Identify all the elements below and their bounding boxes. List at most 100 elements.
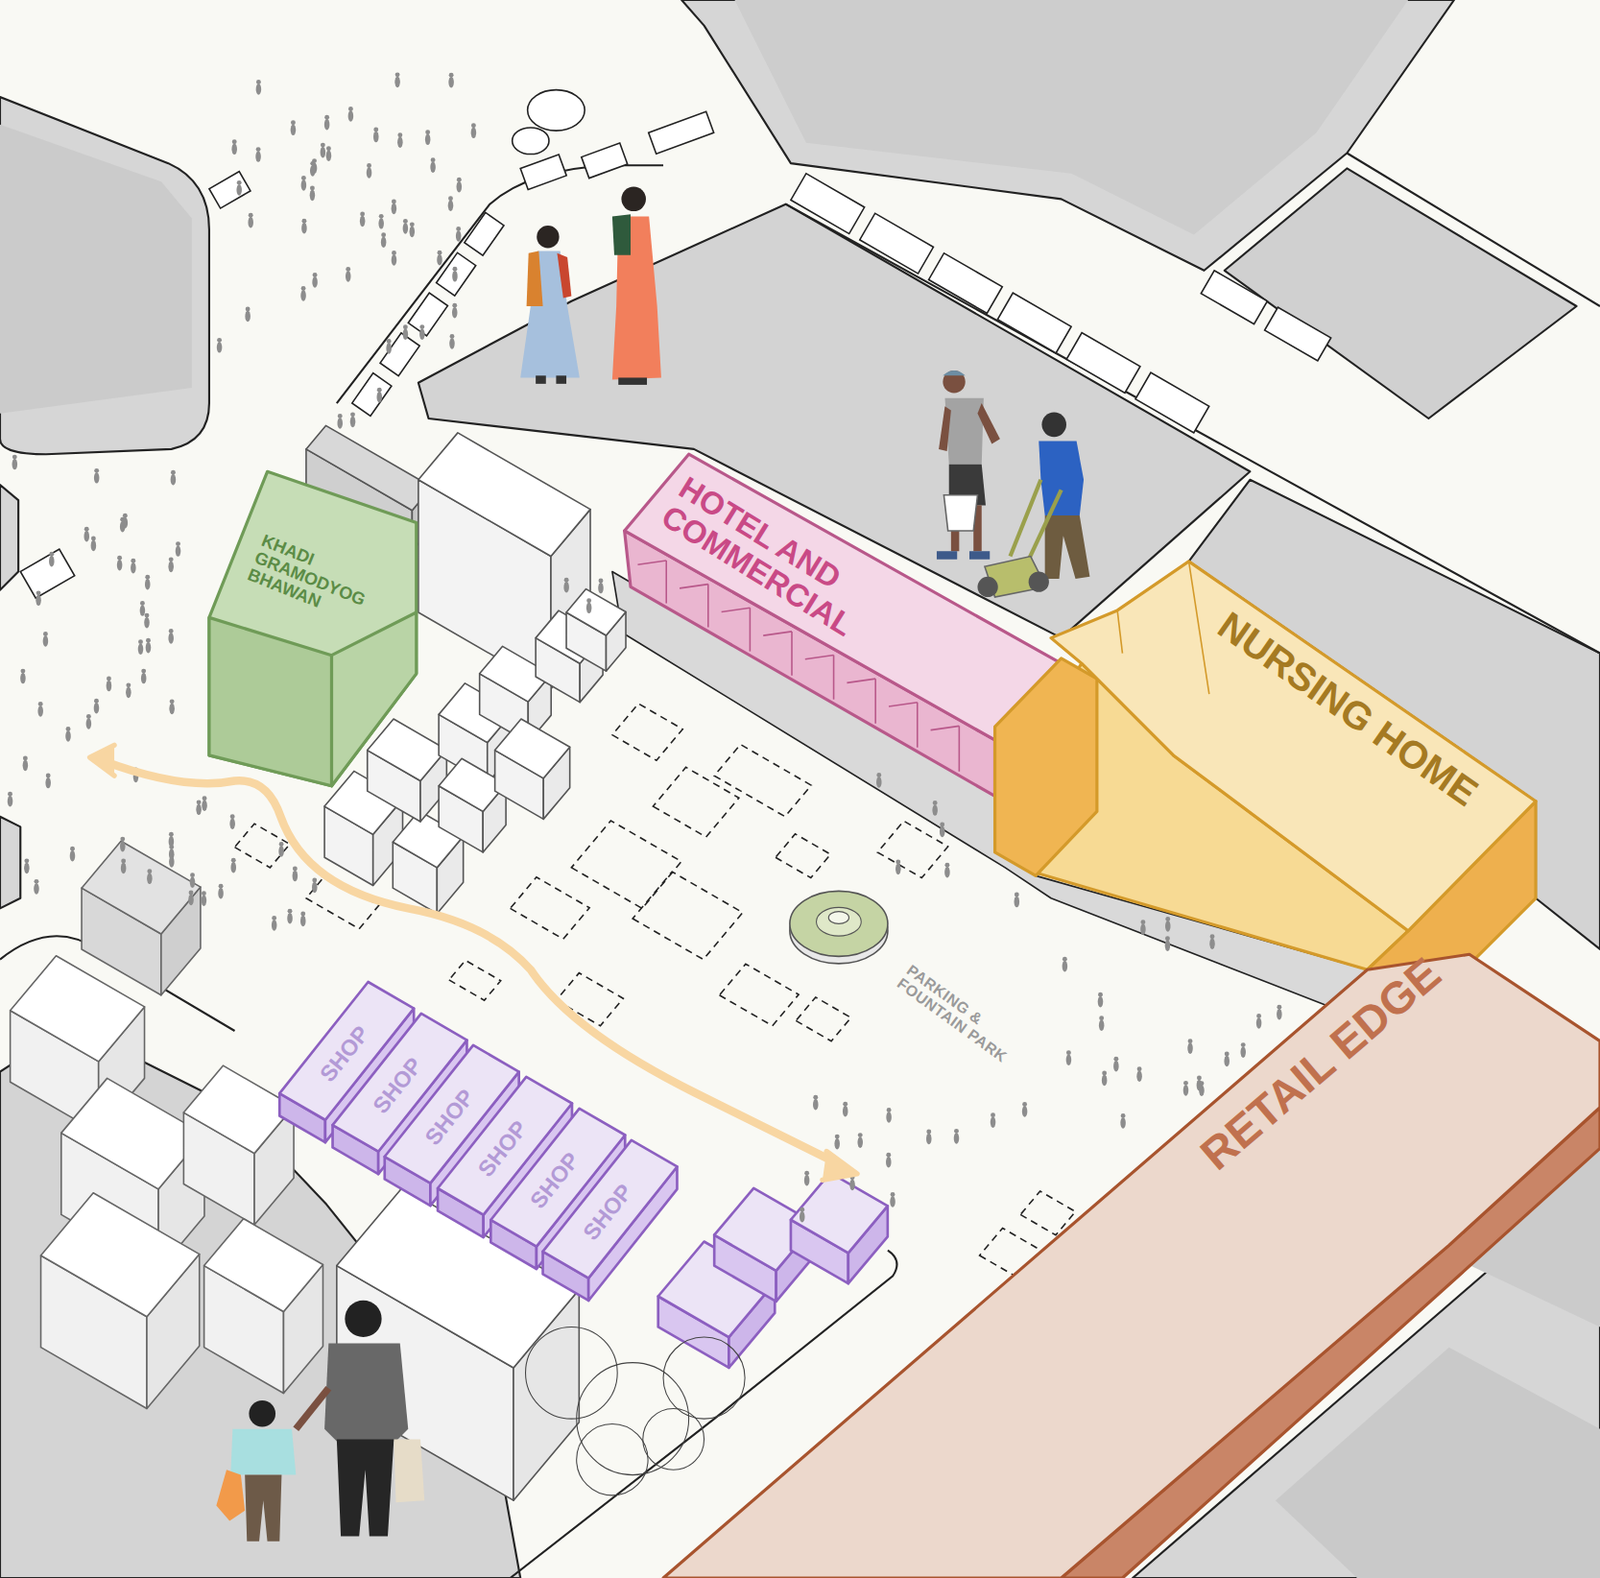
- crowd-person: [1022, 1101, 1027, 1107]
- area-label: PARKING & FOUNTAIN PARK: [893, 961, 1025, 1069]
- crowd-person: [106, 680, 113, 693]
- crowd-person: [120, 859, 126, 864]
- crowd-person: [1137, 1066, 1143, 1072]
- crowd-person: [1066, 1050, 1072, 1055]
- crowd-person: [188, 894, 194, 907]
- crowd-person: [196, 799, 202, 805]
- crowd-person: [1140, 923, 1147, 935]
- crowd-person: [45, 777, 51, 789]
- dashed-footprint: [555, 973, 623, 1027]
- crowd-person: [106, 676, 112, 682]
- parking-slots: [1265, 307, 1332, 361]
- crowd-person: [397, 132, 403, 138]
- crowd-person: [932, 800, 938, 806]
- people-figures: [556, 253, 572, 299]
- crowd-person: [359, 214, 366, 227]
- facade-line: [805, 655, 835, 660]
- crowd-person: [1014, 896, 1021, 908]
- crowd-person: [403, 324, 408, 330]
- city-blocks: [0, 96, 210, 454]
- shape-face: [204, 1218, 324, 1313]
- people-figures: [618, 377, 647, 384]
- tree-canopy: [663, 1337, 745, 1419]
- crowd-person: [168, 702, 175, 715]
- facade-line: [846, 678, 876, 683]
- shape-face: [332, 612, 417, 787]
- crowd-person: [391, 250, 397, 256]
- crowd-person: [286, 912, 293, 925]
- crowd-person: [229, 817, 236, 830]
- crowd-person: [1223, 1055, 1230, 1068]
- crowd-person: [231, 143, 238, 155]
- people-figures: [555, 375, 567, 384]
- crowd-person: [310, 161, 315, 167]
- tree-canopy: [576, 1362, 690, 1476]
- crowd-person: [48, 555, 55, 568]
- crowd-person: [1101, 1070, 1107, 1075]
- dashed-footprint: [632, 871, 743, 959]
- crowd-person: [23, 755, 28, 761]
- crowd-person: [33, 883, 40, 895]
- crowd-person: [436, 254, 443, 266]
- people-figures: [977, 576, 998, 598]
- crowd-person: [66, 726, 72, 732]
- people-figures: [536, 225, 559, 248]
- crowd-person: [1165, 935, 1171, 941]
- crowd-person: [348, 110, 355, 122]
- crowd-person: [12, 454, 18, 460]
- shape-face: [81, 840, 201, 934]
- building-block: KHADI GRAMODYOG BHAWAN: [205, 467, 421, 790]
- crowd-person: [310, 185, 315, 191]
- crowd-person: [7, 791, 13, 797]
- crowd-person: [849, 1178, 856, 1191]
- crowd-person: [271, 915, 277, 921]
- crowd-person: [300, 911, 306, 917]
- crowd-person: [244, 310, 251, 323]
- crowd-person: [190, 876, 196, 888]
- crowd-person: [201, 894, 208, 907]
- dashed-footprint: [571, 820, 682, 908]
- crowd-person: [939, 822, 945, 828]
- crowd-person: [886, 1107, 892, 1113]
- crowd-person: [290, 123, 297, 136]
- crowd-person: [117, 559, 123, 572]
- crowd-person: [366, 163, 372, 168]
- crowd-person: [38, 701, 44, 707]
- crowd-person: [926, 1133, 932, 1146]
- crowd-person: [1183, 1084, 1190, 1097]
- crowd-person: [217, 887, 224, 900]
- shape-face: [495, 718, 571, 779]
- crowd-person: [125, 686, 132, 698]
- crowd-person: [1241, 1042, 1246, 1048]
- crowd-person: [201, 890, 207, 896]
- people-figures: [535, 375, 547, 384]
- parking-slots: [209, 171, 251, 209]
- people-figures: [248, 1400, 276, 1428]
- crowd-person: [236, 184, 242, 196]
- people-figures: [1045, 515, 1091, 579]
- shape-face: [543, 1140, 678, 1279]
- crowd-person: [301, 179, 308, 192]
- crowd-person: [1165, 916, 1171, 922]
- dashed-footprint: [719, 963, 800, 1026]
- crowd-person: [1256, 1013, 1262, 1019]
- footprints: [235, 703, 1076, 1281]
- crowd-person: [190, 872, 195, 878]
- crowd-person: [231, 858, 237, 863]
- crowd-person: [598, 578, 604, 584]
- fountain: [816, 907, 862, 936]
- shape-face: [663, 954, 1600, 1578]
- crowd-person: [876, 772, 882, 778]
- facade-line: [721, 607, 751, 612]
- dashed-footprint: [714, 744, 812, 817]
- crowd-person: [43, 635, 49, 647]
- parking-slots: [581, 143, 628, 179]
- crowd-person: [86, 717, 93, 730]
- crowd-person: [409, 221, 415, 227]
- crowd-person: [256, 83, 263, 96]
- crowd-person: [218, 883, 224, 889]
- crowd-person: [1101, 1074, 1108, 1087]
- crowd-person: [1165, 939, 1171, 952]
- city-blocks: [0, 816, 21, 909]
- crowd-person: [245, 307, 251, 312]
